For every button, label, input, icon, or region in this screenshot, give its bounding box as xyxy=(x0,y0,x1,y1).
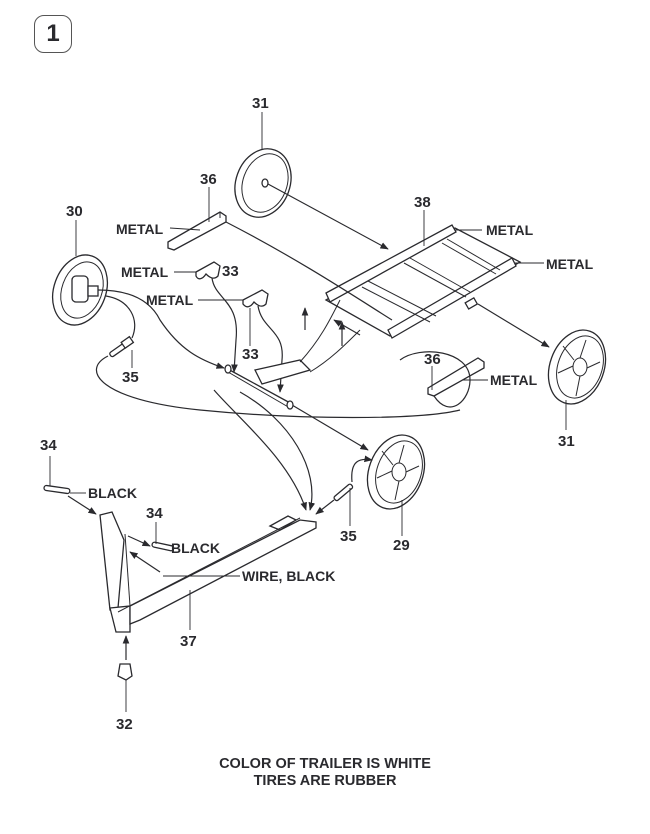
pin-part-35-left xyxy=(109,335,135,358)
ladder-frame-part-38 xyxy=(324,224,522,339)
material-label-33-upper: METAL xyxy=(121,264,169,280)
part-number-31-top: 31 xyxy=(252,95,269,112)
wire-black-arrow xyxy=(129,551,161,573)
part-number-29: 29 xyxy=(393,537,410,554)
part-number-32: 32 xyxy=(116,716,133,733)
wire-axle-to-tongue-1 xyxy=(213,389,307,511)
note-trailer-color: COLOR OF TRAILER IS WHITE xyxy=(219,756,431,772)
wheel-part-29 xyxy=(366,434,426,510)
step-number-badge: 1 xyxy=(34,15,72,53)
part-number-33-lower: 33 xyxy=(242,346,259,363)
axle-assembly xyxy=(224,299,361,410)
material-label-38-top: METAL xyxy=(486,222,534,238)
wheel-part-30 xyxy=(51,254,109,326)
part-number-35-left: 35 xyxy=(122,369,139,386)
wire-36-upper xyxy=(225,221,393,321)
arrow-34-right xyxy=(127,535,151,547)
wheel-part-31-top xyxy=(234,148,292,218)
pin-part-34-left xyxy=(43,484,71,495)
pin-part-34-right xyxy=(151,541,175,552)
part-number-34-right: 34 xyxy=(146,505,163,522)
material-label-34-left: BLACK xyxy=(88,485,137,501)
wheel-part-31-right xyxy=(547,329,607,405)
material-label-38-side: METAL xyxy=(546,256,594,272)
material-label-34-right: BLACK xyxy=(171,540,220,556)
material-label-37-wire: WIRE, BLACK xyxy=(242,568,335,584)
bracket-part-36-upper xyxy=(167,211,227,251)
part-number-33-upper: 33 xyxy=(222,263,239,280)
wire-33-lower xyxy=(257,305,284,393)
part-number-38: 38 xyxy=(414,194,431,211)
part-number-34-left: 34 xyxy=(40,437,57,454)
tongue-part-37 xyxy=(99,511,317,633)
part-number-35-right: 35 xyxy=(340,528,357,545)
knob-part-32 xyxy=(117,663,133,681)
bracket-part-36-lower xyxy=(427,357,485,397)
pin-part-35-right xyxy=(333,483,354,502)
wire-35-right xyxy=(351,455,373,483)
wire-35-long xyxy=(96,355,461,419)
wire-33-upper xyxy=(211,277,238,373)
part-number-36-lower: 36 xyxy=(424,351,441,368)
material-label-36-lower: METAL xyxy=(490,372,538,388)
part-number-30: 30 xyxy=(66,203,83,220)
wire-axle-to-tongue-2 xyxy=(239,391,316,511)
note-tires: TIRES ARE RUBBER xyxy=(253,773,397,789)
wire-hub-to-axle xyxy=(97,289,225,369)
part-number-31-right: 31 xyxy=(558,433,575,450)
part-number-37: 37 xyxy=(180,633,197,650)
arrow-axle-to-wheel-31 xyxy=(477,303,550,348)
part-number-36-upper: 36 xyxy=(200,171,217,188)
clip-part-33-upper xyxy=(195,261,221,280)
arrow-wheel-31-to-axle xyxy=(267,183,389,250)
clip-part-33-lower xyxy=(242,289,269,308)
wire-35-left xyxy=(105,295,136,339)
arrow-35-to-tongue xyxy=(315,499,335,515)
material-label-33-lower: METAL xyxy=(146,292,194,308)
arrow-to-wheel-29 xyxy=(291,404,369,451)
arrow-34-left xyxy=(67,495,97,515)
material-label-36-upper: METAL xyxy=(116,221,164,237)
